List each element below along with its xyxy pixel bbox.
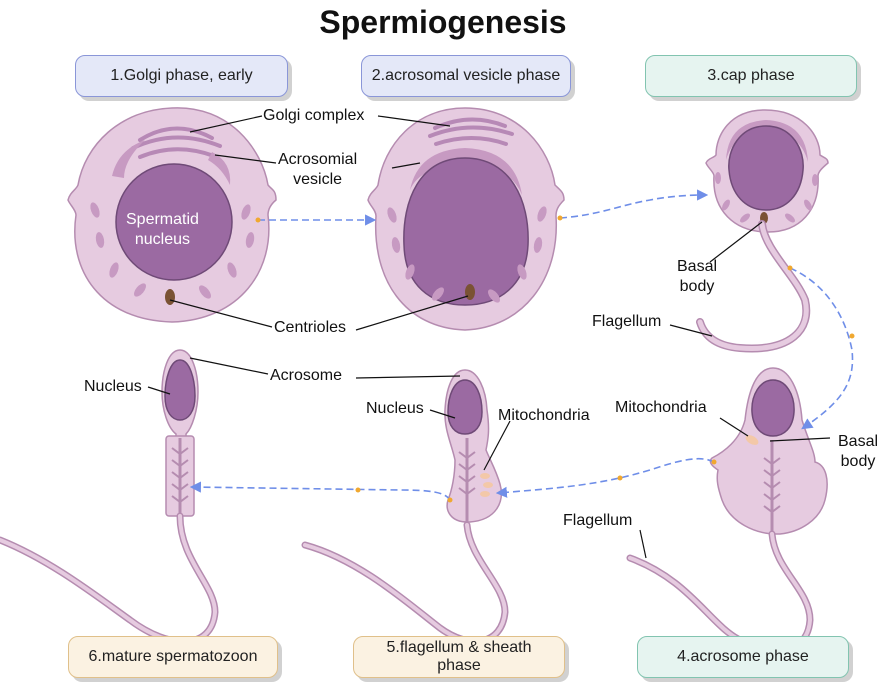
nucleus-2 [403,157,529,306]
phase-1-label: 1.Golgi phase, early [110,66,253,84]
label-flagellum-4: Flagellum [563,512,633,529]
spermatid-nucleus [115,163,233,281]
nucleus-5 [447,379,483,435]
acrosomal-vesicle-2 [410,148,522,195]
cell-cap-phase [696,109,829,353]
arrow-5-to-6 [189,481,451,501]
granules-1 [90,202,255,299]
flagellum-5 [301,521,509,645]
arrow-2-to-3 [559,189,709,219]
phase-box-2: 2.acrosomal vesicle phase [361,55,571,97]
acrosomal-vesicle-1 [112,140,145,178]
diagram-title: Spermiogenesis [319,4,567,40]
label-mitochondria-5: Mitochondria [498,407,590,424]
phase-box-4: 4.acrosome phase [637,636,849,678]
phase-box-5: 5.flagellum & sheath phase [353,636,565,678]
nucleus-4 [751,379,795,437]
label-golgi-complex: Golgi complex [263,107,365,124]
leader-lines [147,115,831,559]
flagellum-4 [626,530,814,654]
phase-2-label: 2.acrosomal vesicle phase [371,66,561,84]
label-flagellum-3: Flagellum [592,313,662,330]
mitochondria-5 [480,473,493,497]
phase-box-6: 6.mature spermatozoon [68,636,278,678]
label-nucleus-6: Nucleus [84,378,142,395]
cell-golgi-phase [67,107,277,323]
phase-4-label: 4.acrosome phase [677,647,809,665]
label-centrioles: Centrioles [274,319,347,336]
label-spermatid-nucleus: Spermatid nucleus [126,211,199,248]
granules-2 [387,206,547,303]
label-mitochondria-4: Mitochondria [615,399,707,416]
cell-4-body [709,367,828,535]
golgi-complex-1 [131,126,222,159]
label-acrosome: Acrosome [270,367,343,384]
label-basal-body-4: Basal body [838,433,879,470]
arrow-3-to-4 [789,267,854,430]
phase-6-label: 6.mature spermatozoon [88,647,258,665]
phase-3-label: 3.cap phase [707,66,795,84]
mitochondria-4 [745,435,759,445]
phase-box-3: 3.cap phase [645,55,857,97]
nucleus-6 [164,359,196,421]
phase-5-label: 5.flagellum & sheath phase [386,638,532,674]
phase-box-1: 1.Golgi phase, early [75,55,288,97]
nucleus-3 [728,125,804,211]
label-acrosomial-vesicle: Acrosomial vesicle [278,151,358,188]
progression-arrows [189,189,854,501]
centriole-1 [165,289,175,305]
label-nucleus-5: Nucleus [366,400,424,417]
centriole-2 [465,284,475,300]
arrow-4-to-5 [495,457,715,498]
arrow-dots [255,215,855,503]
label-basal-body-3: Basal body [677,258,718,295]
